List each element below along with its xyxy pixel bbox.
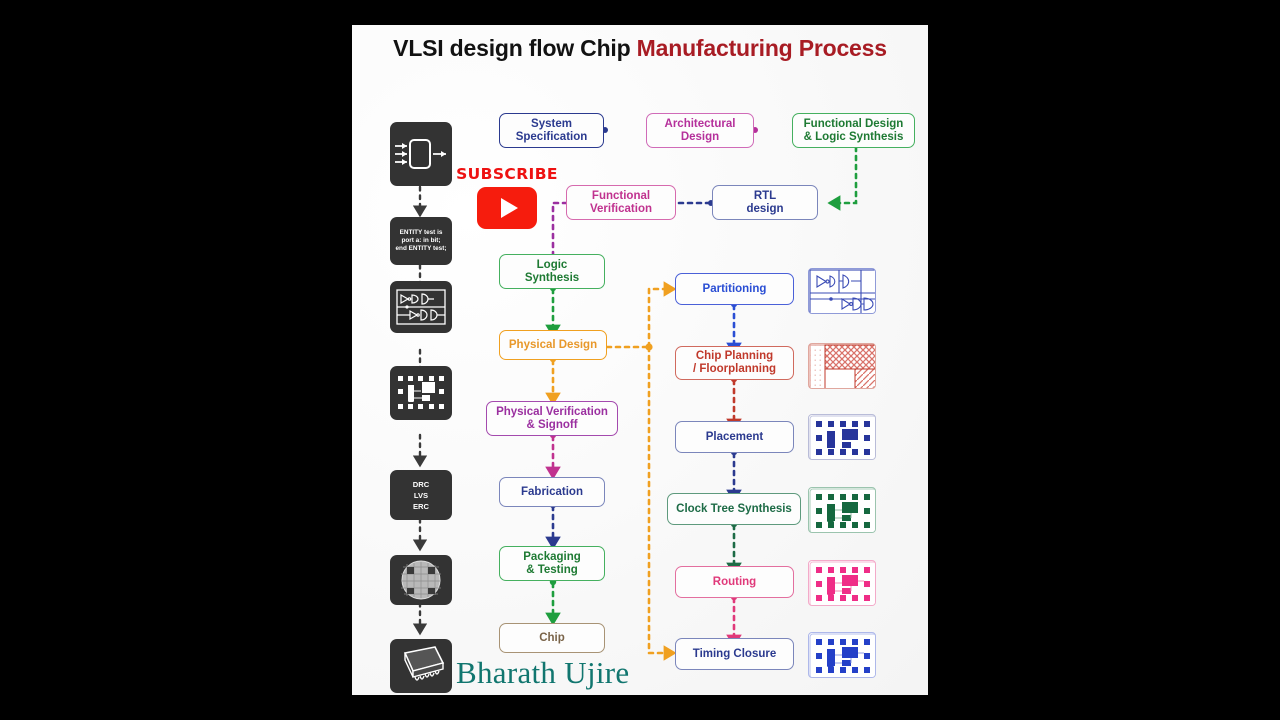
layout-icon — [390, 366, 452, 420]
box-label: Physical Verification & Signoff — [496, 405, 608, 431]
box-label: Physical Design — [508, 338, 598, 351]
gate-netlist-glyph — [396, 289, 446, 325]
box-rtl-design[interactable]: RTL design — [712, 185, 818, 220]
box-physical-design[interactable]: Physical Design — [499, 330, 607, 360]
wafer-glyph — [401, 560, 441, 600]
floorplan-thumb-glyph — [809, 344, 875, 388]
title-accent: Manufacturing Process — [636, 35, 887, 61]
cts-thumb — [808, 487, 876, 533]
wafer-icon — [390, 555, 452, 605]
box-label: Chip Planning / Floorplanning — [692, 350, 777, 375]
box-label: Placement — [705, 430, 764, 443]
box-label: Fabrication — [521, 485, 583, 498]
box-timing-closure[interactable]: Timing Closure — [675, 638, 794, 670]
cts-thumb-glyph — [809, 488, 875, 532]
placement-thumb-glyph — [809, 415, 875, 459]
layout-glyph — [398, 376, 444, 409]
box-fabrication[interactable]: Fabrication — [499, 477, 605, 507]
box-functional-verification[interactable]: Functional Verification — [566, 185, 676, 220]
diagram-card: VLSI design flow Chip Manufacturing Proc… — [352, 25, 928, 695]
timing-thumb — [808, 632, 876, 678]
drc-lvs-erc-text: DRC LVS ERC — [412, 479, 430, 511]
partitioning-thumb-glyph — [809, 269, 875, 313]
box-label: Functional Verification — [590, 189, 652, 215]
box-packaging-testing[interactable]: Packaging & Testing — [499, 546, 605, 581]
subscribe-cta[interactable]: SUBSCRIBE — [447, 165, 567, 229]
box-label: RTL design — [746, 189, 784, 215]
box-clock-tree-synthesis[interactable]: Clock Tree Synthesis — [667, 493, 801, 525]
block-diagram-icon — [390, 122, 452, 186]
package-chip-icon — [390, 639, 452, 693]
box-label: Clock Tree Synthesis — [676, 502, 792, 515]
watermark: Bharath Ujire — [456, 655, 630, 690]
vhdl-code-text: ENTITY test is port a: in bit; end ENTIT… — [395, 228, 447, 253]
youtube-play-icon[interactable] — [477, 187, 537, 229]
box-label: Routing — [712, 575, 757, 588]
routing-thumb-glyph — [809, 561, 875, 605]
box-label: System Specification — [515, 117, 588, 143]
box-label: Packaging & Testing — [523, 550, 581, 576]
block-diagram-glyph — [395, 139, 446, 169]
box-physical-verification[interactable]: Physical Verification & Signoff — [486, 401, 618, 436]
routing-thumb — [808, 560, 876, 606]
box-label: Chip — [539, 631, 565, 644]
box-architectural-design[interactable]: Architectural Design — [646, 113, 754, 148]
drc-lvs-erc-icon: DRC LVS ERC — [390, 470, 452, 520]
placement-thumb — [808, 414, 876, 460]
box-partitioning[interactable]: Partitioning — [675, 273, 794, 305]
box-logic-synthesis[interactable]: Logic Synthesis — [499, 254, 605, 289]
box-system-specification[interactable]: System Specification — [499, 113, 604, 148]
box-label: Architectural Design — [664, 117, 736, 143]
box-functional-design[interactable]: Functional Design & Logic Synthesis — [792, 113, 915, 148]
title-plain: VLSI design flow Chip — [393, 35, 637, 61]
box-chip-planning[interactable]: Chip Planning / Floorplanning — [675, 346, 794, 380]
partitioning-thumb — [808, 268, 876, 314]
box-label: Partitioning — [702, 282, 767, 295]
box-label: Functional Design & Logic Synthesis — [803, 117, 904, 143]
page-title: VLSI design flow Chip Manufacturing Proc… — [352, 35, 928, 62]
box-chip[interactable]: Chip — [499, 623, 605, 653]
box-placement[interactable]: Placement — [675, 421, 794, 453]
play-triangle — [500, 198, 518, 218]
vhdl-code-icon: ENTITY test is port a: in bit; end ENTIT… — [390, 217, 452, 265]
subscribe-label: SUBSCRIBE — [456, 165, 558, 183]
floorplan-thumb — [808, 343, 876, 389]
gate-netlist-icon — [390, 281, 452, 333]
box-label: Timing Closure — [692, 647, 777, 660]
box-label: Logic Synthesis — [524, 258, 580, 284]
timing-thumb-glyph — [809, 633, 875, 677]
package-chip-glyph — [403, 646, 445, 681]
box-routing[interactable]: Routing — [675, 566, 794, 598]
